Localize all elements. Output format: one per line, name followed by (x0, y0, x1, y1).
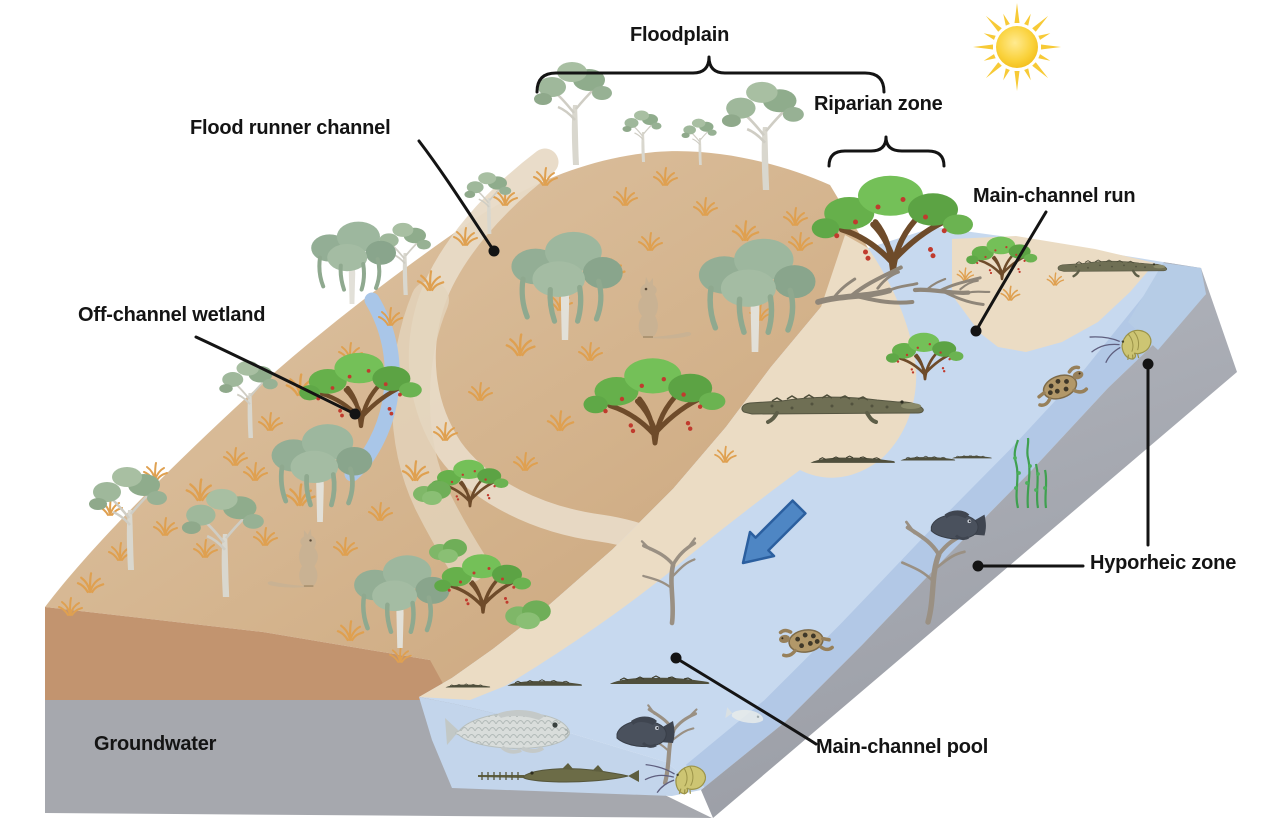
leader-dots (349, 245, 1154, 664)
riparian-bracket (827, 135, 946, 168)
label-riparian-zone: Riparian zone (814, 93, 943, 115)
beach-sand (419, 235, 917, 700)
pool-leader (674, 656, 818, 746)
label-off-channel-wetland: Off-channel wetland (78, 304, 266, 326)
soil-face (45, 607, 452, 700)
label-hyporheic-zone: Hyporheic zone (1090, 552, 1237, 574)
flow-direction-arrow-icon (741, 499, 807, 565)
label-flood-runner-channel: Flood runner channel (190, 117, 391, 139)
annotation-lines (194, 55, 1150, 746)
label-floodplain: Floodplain (630, 24, 730, 46)
label-main-channel-pool: Main-channel pool (816, 736, 989, 758)
terrain-block (45, 148, 1237, 818)
water-edge-face (1128, 263, 1206, 350)
floodplain-bracket (535, 55, 886, 94)
label-main-channel-run: Main-channel run (973, 185, 1136, 207)
flood-runner-leader (417, 139, 496, 253)
floodplain-surface (45, 151, 868, 697)
label-groundwater: Groundwater (94, 733, 217, 755)
sun-icon (973, 3, 1061, 91)
main-run-leader (974, 210, 1048, 333)
off-channel-leader (194, 335, 357, 416)
hyporheic-substrate-face (701, 262, 1237, 818)
